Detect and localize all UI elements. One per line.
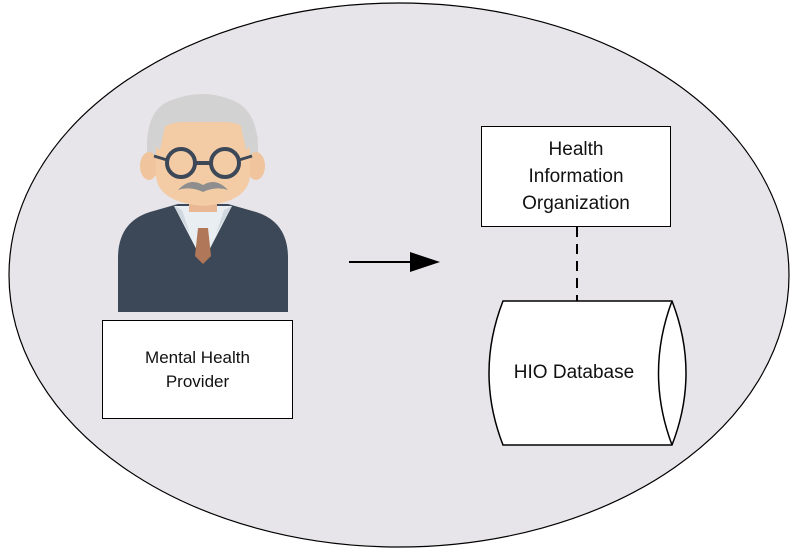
provider-label-line1: Mental Health (145, 347, 250, 367)
provider-label-box: Mental Health Provider (102, 320, 293, 419)
hio-label-line3: Organization (522, 193, 630, 214)
hio-label-line2: Information (528, 166, 624, 187)
arrow-icon (349, 252, 440, 272)
provider-label-line2: Provider (165, 371, 230, 391)
database-label: HIO Database (513, 362, 635, 383)
provider-avatar-icon (118, 94, 288, 312)
hio-label-line1: Health (548, 139, 604, 160)
hio-box: Health Information Organization (481, 126, 671, 227)
database-cylinder-icon (488, 300, 687, 446)
